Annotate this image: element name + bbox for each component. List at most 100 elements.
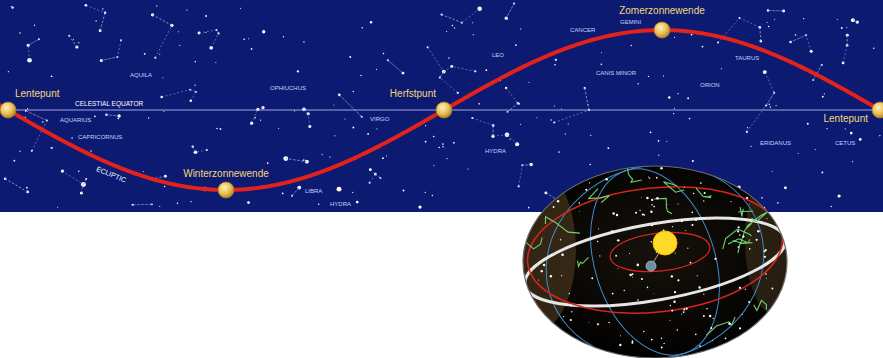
constellation-line	[153, 15, 172, 26]
sphere-star	[591, 277, 593, 279]
sphere-ecliptic	[521, 175, 789, 325]
sphere-star	[612, 212, 615, 215]
star	[27, 108, 28, 109]
star	[658, 140, 660, 142]
star	[143, 171, 144, 172]
constellation-line	[292, 188, 299, 196]
star	[774, 19, 775, 20]
star	[528, 82, 529, 83]
constellation-line	[740, 18, 760, 27]
constellation-line	[519, 165, 523, 186]
sphere-constellation	[754, 300, 767, 310]
constellation-line	[153, 15, 172, 26]
constellation-line	[585, 88, 589, 110]
sphere-constellation	[723, 229, 752, 249]
sphere-star	[713, 318, 714, 319]
constellation-line	[791, 35, 806, 42]
sphere-star	[765, 277, 767, 279]
sphere-star	[560, 239, 561, 240]
star	[852, 161, 853, 162]
sphere-star	[728, 323, 731, 326]
star	[73, 39, 74, 40]
constellation-line	[388, 60, 403, 73]
sphere-star	[553, 206, 555, 208]
star	[94, 115, 96, 117]
star	[51, 75, 53, 77]
star	[841, 27, 843, 29]
constellation-line	[211, 33, 218, 47]
star	[795, 34, 797, 36]
star	[164, 186, 166, 188]
star	[367, 133, 369, 135]
constellation-line	[69, 36, 77, 47]
sphere-star	[559, 251, 560, 252]
star	[282, 193, 284, 195]
constellation-name: LIBRA	[305, 188, 322, 195]
star	[432, 195, 433, 196]
sphere-star	[695, 334, 697, 336]
sphere-star	[648, 176, 649, 177]
constellation-name: ORION	[700, 82, 720, 89]
constellation-line	[440, 72, 444, 78]
sun-position	[654, 22, 670, 38]
sphere-star	[699, 345, 701, 347]
star	[631, 45, 632, 46]
constellation-line	[791, 35, 806, 42]
sphere-star	[674, 291, 676, 293]
sphere-equator-band	[518, 202, 791, 323]
star	[768, 26, 770, 28]
star	[4, 177, 7, 180]
constellation-name: CANCER	[570, 27, 595, 34]
star	[442, 146, 444, 148]
constellation-name: VIRGO	[370, 116, 389, 123]
constellation-line	[258, 108, 263, 110]
sphere-shade	[745, 165, 805, 315]
sphere-star	[745, 289, 746, 290]
star	[220, 128, 222, 130]
sphere-star	[543, 264, 546, 267]
constellation-line	[216, 30, 218, 33]
sphere-star	[692, 212, 694, 214]
star	[561, 108, 562, 109]
constellation-line	[522, 164, 531, 166]
star	[663, 75, 664, 76]
sphere-star	[739, 327, 741, 329]
ecliptic-label: ECLIPTIC	[95, 165, 127, 185]
sphere-star	[677, 204, 678, 205]
sphere-star	[704, 192, 706, 194]
star	[352, 192, 353, 193]
constellation-line	[81, 184, 83, 193]
constellation-line	[843, 45, 847, 63]
constellation-line	[5, 179, 27, 192]
constellation-line	[768, 10, 784, 11]
constellation-line	[155, 25, 172, 57]
sphere-star	[651, 204, 652, 205]
star	[78, 170, 80, 172]
star	[601, 52, 602, 53]
star	[478, 103, 480, 105]
sphere-star	[703, 315, 705, 317]
sphere-star	[651, 199, 653, 201]
sphere-star	[725, 337, 727, 339]
star	[71, 137, 73, 139]
sphere-star	[649, 177, 650, 178]
sphere-star	[651, 339, 653, 341]
sphere-star	[700, 182, 702, 184]
sphere-star	[643, 331, 645, 333]
star	[831, 206, 832, 207]
sphere-star	[597, 241, 599, 243]
star	[382, 157, 384, 159]
star	[446, 31, 447, 32]
constellation-line	[26, 111, 47, 121]
sun-position	[436, 102, 452, 118]
constellation-line	[106, 115, 119, 116]
star	[163, 111, 164, 112]
star	[515, 44, 517, 46]
star	[485, 69, 487, 71]
star	[826, 128, 827, 129]
star	[668, 96, 671, 99]
sphere-star	[671, 275, 673, 277]
star	[767, 22, 768, 23]
sphere-star	[698, 286, 701, 289]
